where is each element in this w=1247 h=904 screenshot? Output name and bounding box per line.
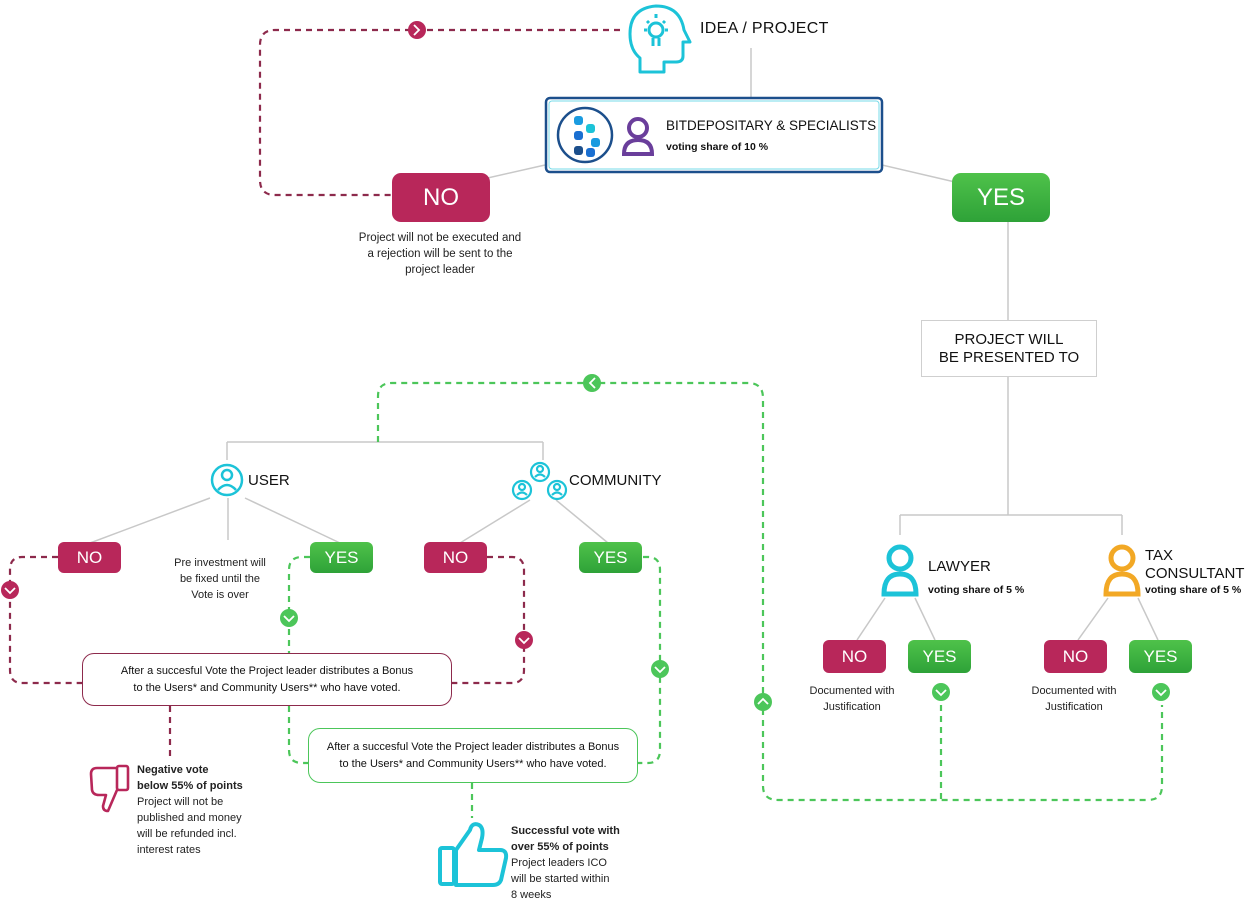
negative-vote-note: Negative vote below 55% of points Projec… <box>137 764 243 856</box>
user-circle-icon <box>210 463 244 497</box>
tax-label: TAX CONSULTANT <box>1145 547 1245 582</box>
lawyer-label: LAWYER <box>928 558 991 575</box>
tax-yes-button[interactable]: YES <box>1129 640 1192 673</box>
bitdepositary-label: BITDEPOSITARY & SPECIALISTS <box>666 118 877 133</box>
bonus-box-red: After a succesful Vote the Project leade… <box>82 653 452 706</box>
tax-share: voting share of 5 % <box>1145 584 1242 596</box>
positive-vote-note: Successful vote with over 55% of points … <box>511 825 620 901</box>
chevron-left-icon <box>583 374 601 392</box>
community-yes-button[interactable]: YES <box>579 542 642 573</box>
lawyer-no-note: Documented with Justification <box>809 685 895 713</box>
chevron-up-icon <box>754 693 772 711</box>
chevron-right-icon <box>408 21 426 39</box>
chevron-down-icon <box>651 660 669 678</box>
thumbs-up-icon <box>438 822 509 887</box>
community-group-icon <box>511 461 568 501</box>
community-no-button[interactable]: NO <box>424 542 487 573</box>
grey-connectors <box>89 48 1159 641</box>
bitdepositary-logo-icon <box>556 106 614 164</box>
chevron-down-icon <box>932 683 950 701</box>
community-label: COMMUNITY <box>569 472 662 489</box>
chevron-down-icon <box>1152 683 1170 701</box>
lawyer-share: voting share of 5 % <box>928 584 1025 596</box>
chevron-down-icon <box>280 609 298 627</box>
user-label: USER <box>248 472 290 489</box>
user-yes-button[interactable]: YES <box>310 542 373 573</box>
person-icon <box>621 117 655 156</box>
head-lightbulb-icon <box>628 4 692 74</box>
top-no-note: Project will not be executed and a rejec… <box>358 232 522 276</box>
pre-investment-note: Pre investment will be fixed until the V… <box>174 557 266 601</box>
chevron-markers <box>1 21 1170 711</box>
thumbs-down-icon <box>89 764 130 813</box>
chevron-down-icon <box>1 581 19 599</box>
top-yes-button[interactable]: YES <box>952 173 1050 222</box>
top-no-button[interactable]: NO <box>392 173 490 222</box>
bitdepositary-share: voting share of 10 % <box>666 141 769 153</box>
person-icon <box>1103 544 1141 597</box>
lawyer-no-button[interactable]: NO <box>823 640 886 673</box>
bonus-box-green: After a succesful Vote the Project leade… <box>308 728 638 783</box>
tax-no-note: Documented with Justification <box>1031 685 1117 713</box>
lawyer-yes-button[interactable]: YES <box>908 640 971 673</box>
red-dashed-connectors <box>8 28 620 758</box>
idea-project-label: IDEA / PROJECT <box>700 20 829 37</box>
tax-no-button[interactable]: NO <box>1044 640 1107 673</box>
chevron-down-icon <box>515 631 533 649</box>
person-icon <box>881 544 919 597</box>
user-no-button[interactable]: NO <box>58 542 121 573</box>
